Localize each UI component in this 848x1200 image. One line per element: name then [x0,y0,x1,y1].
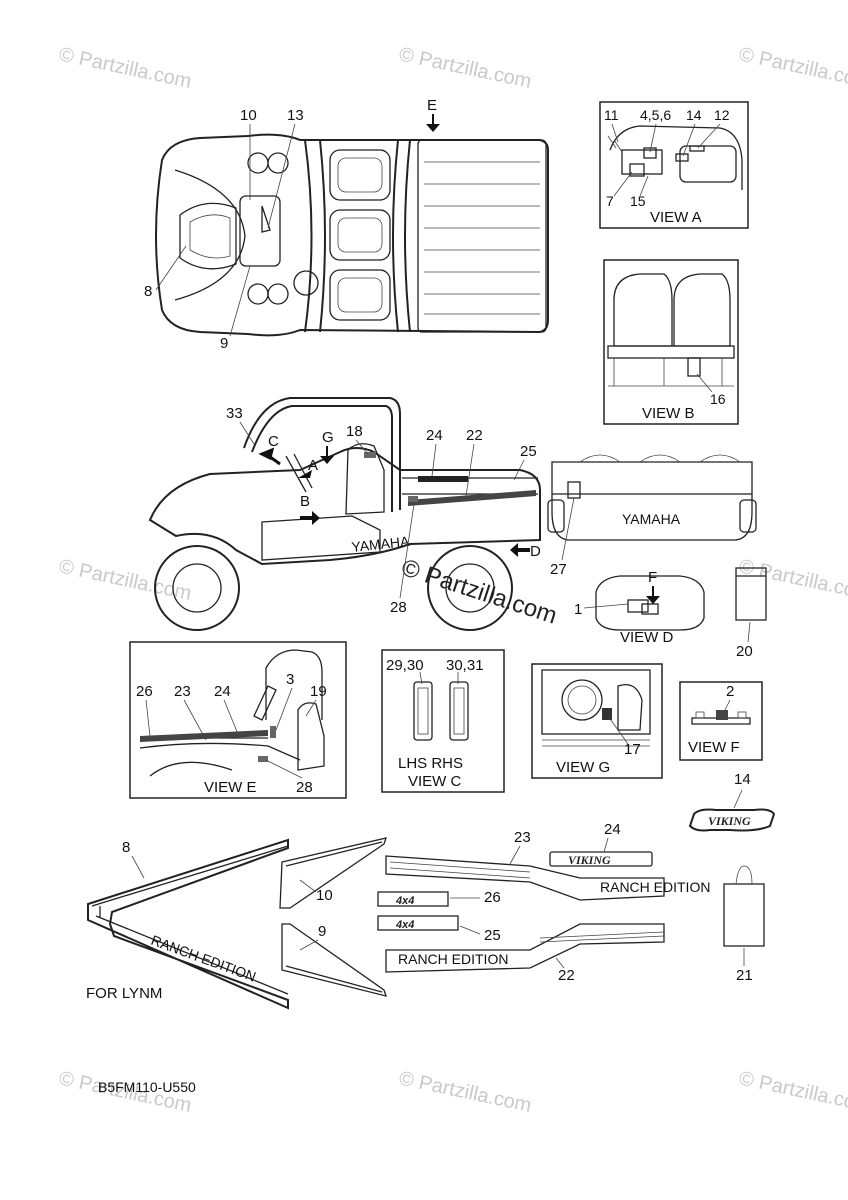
view-title: VIEW B [642,405,695,422]
view-title: VIEW A [650,209,702,226]
callout-number: 22 [558,967,575,984]
callout-number: 23 [174,683,191,700]
view-arrow-label: A [308,457,318,474]
view-e-panel: 26 23 24 3 19 VIEW E 28 [129,641,347,799]
part-20-label: 20 [735,567,767,660]
callout-number: 27 [550,561,567,578]
callout-number: 13 [287,107,304,124]
callout-number: 15 [630,193,646,209]
callout-number: 11 [604,107,619,123]
callout-number: 30,31 [446,657,484,674]
callout-number: 7 [606,193,614,209]
view-title: VIEW G [556,759,610,776]
view-c-panel: 29,30 30,31 LHS RHS VIEW C [381,649,505,793]
top-view-vehicle: E 10 13 8 9 [144,97,549,352]
callout-number: 14 [734,771,751,788]
view-arrow-label: C [268,433,279,450]
watermark: © Partzilla.com [397,43,533,93]
view-g-panel: 17 VIEW G [531,663,663,779]
callout-number: 24 [604,821,621,838]
callout-number: 14 [686,107,702,123]
callout-number: 3 [286,671,294,688]
callout-number: 2 [726,683,734,700]
callout-number: 25 [520,443,537,460]
emblem-text: VIKING [708,814,751,828]
watermark: © Partzilla.com [737,1067,848,1117]
brand-text: YAMAHA [351,533,411,555]
view-arrow-label: B [300,493,310,510]
callout-number: 16 [710,391,726,407]
decal-text: RANCH EDITION [398,951,508,967]
callout-number: 1 [574,601,582,618]
callout-number: 24 [214,683,231,700]
callout-number: 28 [296,779,313,796]
callout-number: 8 [122,839,130,856]
callout-number: 9 [220,335,228,352]
callout-number: 22 [466,427,483,444]
watermark: © Partzilla.com [737,555,848,605]
watermark: © Partzilla.com [57,43,193,93]
decal-text: RANCH EDITION [600,879,710,895]
callout-number: 10 [316,887,333,904]
callout-number: 10 [240,107,257,124]
callout-number: 24 [426,427,443,444]
decal-text: 4x4 [395,895,414,907]
view-arrow-label: F [648,569,657,586]
watermark: © Partzilla.com [57,555,193,605]
decal-text: VIKING [568,853,611,867]
view-arrow-label: G [322,429,334,446]
callout-number: 33 [226,405,243,422]
view-title: VIEW F [688,739,740,756]
side-view-vehicle: YAMAHA C G A B D 33 18 24 22 25 28 [148,397,541,631]
callout-number: 26 [484,889,501,906]
callout-number: 8 [144,283,152,300]
watermark: © Partzilla.com [737,43,848,93]
view-b-panel: 16 VIEW B [603,259,739,425]
callout-number: 29,30 [386,657,424,674]
decal-set: RANCH EDITION 8 10 9 RANCH EDITION 23 VI… [86,821,765,1010]
callout-number: 9 [318,923,326,940]
view-arrow-label: E [427,97,437,114]
callout-number: 19 [310,683,327,700]
view-d-panel: F 1 VIEW D [574,569,705,646]
watermark: © Partzilla.com [397,1067,533,1117]
view-title: VIEW D [620,629,674,646]
callout-number: 17 [624,741,641,758]
view-arrow-label: D [530,543,541,560]
view-title: VIEW C [408,773,462,790]
part-code: B5FM110-U550 [98,1079,196,1095]
callout-number: 23 [514,829,531,846]
decal-text: 4x4 [395,919,414,931]
callout-number: 21 [736,967,753,984]
callout-number: 25 [484,927,501,944]
callout-number: 26 [136,683,153,700]
view-a-panel: 11 4,5,6 14 12 7 15 VIEW A [599,101,749,229]
callout-number: 4,5,6 [640,107,671,123]
callout-number: 12 [714,107,730,123]
callout-number: 18 [346,423,363,440]
side-labels: LHS RHS [398,755,463,772]
callout-number: 20 [736,643,753,660]
view-title: VIEW E [204,779,257,796]
decal-note: FOR LYNM [86,985,162,1002]
emblem-14: 14 VIKING [688,771,776,832]
callout-number: 28 [390,599,407,616]
brand-text: YAMAHA [622,511,681,527]
decal-text: RANCH EDITION [149,932,258,985]
rear-view-vehicle: YAMAHA 27 [547,454,757,578]
view-f-panel: 2 VIEW F [679,681,763,761]
